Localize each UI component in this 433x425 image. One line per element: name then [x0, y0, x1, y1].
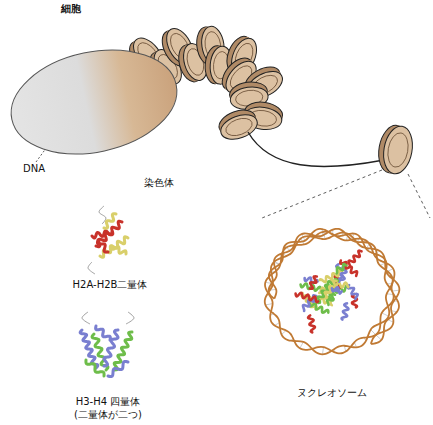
protein-helix	[97, 240, 108, 252]
protein-helix	[112, 246, 126, 254]
text-label: H3-H4 四量体 (二量体が二つ)	[70, 395, 146, 421]
base-pair	[265, 304, 272, 305]
protein-helix	[108, 361, 128, 376]
text-label: ヌクレオソーム	[284, 386, 380, 399]
dna-backbone	[265, 229, 400, 354]
nucleosome-structure	[265, 229, 400, 355]
protein-helix	[92, 231, 112, 238]
base-pair	[382, 313, 389, 316]
zoom-line	[262, 170, 382, 218]
nucleosome-disc	[216, 105, 261, 143]
protein-helix	[296, 293, 319, 302]
dna-backbone	[265, 229, 399, 354]
text-label: H2A-H2B二量体	[62, 278, 158, 291]
protein-helix	[308, 315, 315, 332]
protein-helix	[96, 326, 111, 340]
protein-helix	[327, 294, 335, 305]
protein-helix	[310, 303, 329, 313]
cell-ellipse	[6, 0, 186, 160]
protein-helix	[337, 264, 346, 273]
protein-helix	[349, 251, 362, 267]
h2a-h2b-dimer	[88, 206, 128, 274]
h3-h4-tetramer	[80, 312, 134, 377]
base-pair	[371, 330, 376, 335]
nucleosome-disc	[375, 123, 416, 176]
protein-helix	[104, 214, 116, 229]
base-pair	[376, 335, 382, 340]
cell-membrane	[6, 36, 186, 160]
protein-helix	[310, 276, 317, 288]
disc-dna-wrap	[385, 131, 410, 168]
protein-helix	[80, 330, 98, 368]
protein-helix	[86, 360, 104, 376]
protein-tail	[88, 262, 95, 274]
disc-face	[380, 124, 416, 176]
text-label: 染色体	[134, 176, 184, 189]
protein-helix	[332, 287, 342, 293]
cell-outline: 細胞	[6, 0, 186, 160]
protein-tail	[126, 312, 134, 324]
base-pair	[300, 342, 304, 349]
disc-face	[217, 110, 260, 144]
protein-tail	[82, 312, 90, 324]
zoom-line	[408, 174, 430, 218]
dna-strand	[248, 132, 384, 167]
cell-heading: 細胞	[61, 2, 81, 16]
text-label: DNA	[14, 162, 54, 175]
protein-helix	[342, 303, 349, 319]
